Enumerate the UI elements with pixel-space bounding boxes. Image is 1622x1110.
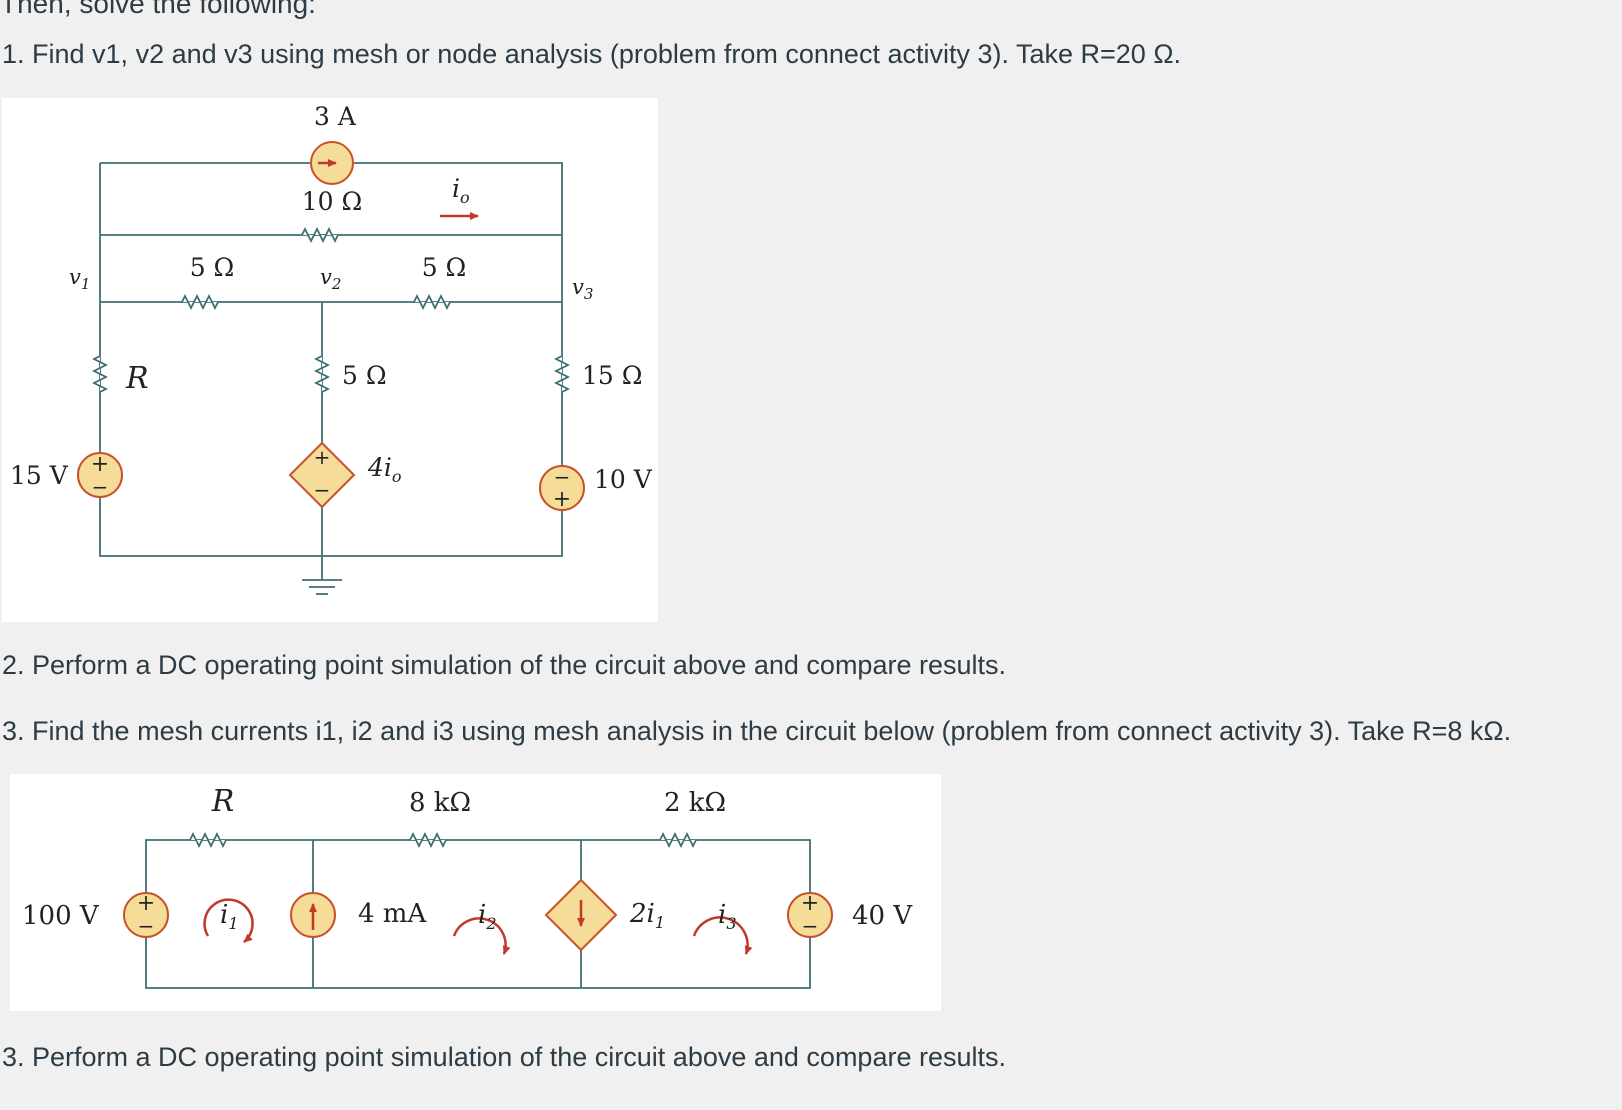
source-15V-minus: − (92, 475, 109, 499)
question-2-text: 2. Perform a DC operating point simulati… (2, 650, 1006, 680)
label-R: R (211, 784, 235, 819)
voltage-source-15V (77, 452, 123, 498)
circuit-1-wires (99, 162, 563, 580)
label-v3: v3 (572, 275, 593, 303)
label-40V: 40 V (852, 901, 913, 931)
label-5-ohm-mid: 5 Ω (342, 361, 387, 390)
label-2i1: 2i1 (629, 899, 665, 932)
circuit-1-figure: + − + − − + 3 A 10 Ω io 5 Ω 5 Ω v1 v2 v3… (2, 98, 658, 622)
cut-off-heading: Then, solve the following: (0, 0, 316, 19)
current-source-4mA (290, 892, 336, 938)
source-40V-minus: − (802, 914, 819, 938)
label-5-ohm-left: 5 Ω (190, 253, 235, 282)
dependent-source-2i1 (544, 878, 618, 952)
resistor-R (189, 831, 227, 849)
label-4io: 4io (367, 453, 402, 486)
mesh-i3-arrow-icon (692, 916, 753, 955)
resistor-10-ohm (301, 226, 339, 244)
label-3A: 3 A (314, 102, 357, 131)
circuit-2-diagram: + − + − R 8 kΩ 2 kΩ 100 V i1 4 mA i2 2i1… (22, 784, 913, 989)
label-R: R (125, 361, 149, 396)
source-40V-plus: + (801, 891, 819, 916)
question-1-text: 1. Find v1, v2 and v3 using mesh or node… (2, 39, 1182, 69)
circuit-2-figure: + − + − R 8 kΩ 2 kΩ 100 V i1 4 mA i2 2i1… (10, 774, 941, 1011)
label-4mA: 4 mA (358, 899, 427, 929)
label-2k: 2 kΩ (664, 788, 726, 818)
resistor-8k (409, 831, 447, 849)
question-4-text: 3. Perform a DC operating point simulati… (2, 1042, 1006, 1072)
question-3-text: 3. Find the mesh currents i1, i2 and i3 … (2, 716, 1512, 746)
resistor-15-ohm (553, 355, 571, 393)
dep-source-minus: − (314, 478, 331, 502)
label-15V: 15 V (10, 461, 69, 490)
source-10V-plus: + (553, 487, 571, 512)
dep-source-plus: + (314, 445, 331, 469)
label-v1: v1 (69, 265, 90, 293)
label-8k: 8 kΩ (409, 788, 471, 818)
resistor-5-ohm-mid (313, 355, 331, 393)
voltage-source-100V (123, 892, 169, 938)
source-100V-plus: + (137, 891, 155, 916)
source-15V-plus: + (91, 452, 109, 477)
label-i2: i2 (478, 900, 497, 933)
label-10V: 10 V (594, 465, 653, 494)
label-5-ohm-right: 5 Ω (422, 253, 467, 282)
source-10V-minus: − (554, 465, 571, 489)
dependent-source-4io (288, 441, 356, 509)
ground-symbol (302, 579, 342, 595)
label-100V: 100 V (22, 901, 100, 931)
label-i1: i1 (220, 900, 239, 933)
label-v2: v2 (320, 265, 341, 293)
resistor-R (91, 355, 109, 393)
resistor-5-ohm-left (181, 293, 219, 311)
mesh-i2-arrow-icon (452, 917, 511, 955)
label-io: io (452, 174, 470, 207)
current-source-3A (310, 141, 354, 185)
label-10-ohm: 10 Ω (302, 187, 363, 216)
source-100V-minus: − (138, 914, 155, 938)
label-i3: i3 (718, 900, 737, 933)
label-15-ohm: 15 Ω (582, 361, 643, 390)
circuit-1-diagram: + − + − − + 3 A 10 Ω io 5 Ω 5 Ω v1 v2 v3… (10, 102, 653, 595)
resistor-2k (659, 831, 697, 849)
voltage-source-40V (787, 892, 833, 938)
resistor-5-ohm-right (413, 293, 451, 311)
voltage-source-10V (539, 465, 585, 511)
mesh-i1-arrow-icon (203, 898, 254, 943)
